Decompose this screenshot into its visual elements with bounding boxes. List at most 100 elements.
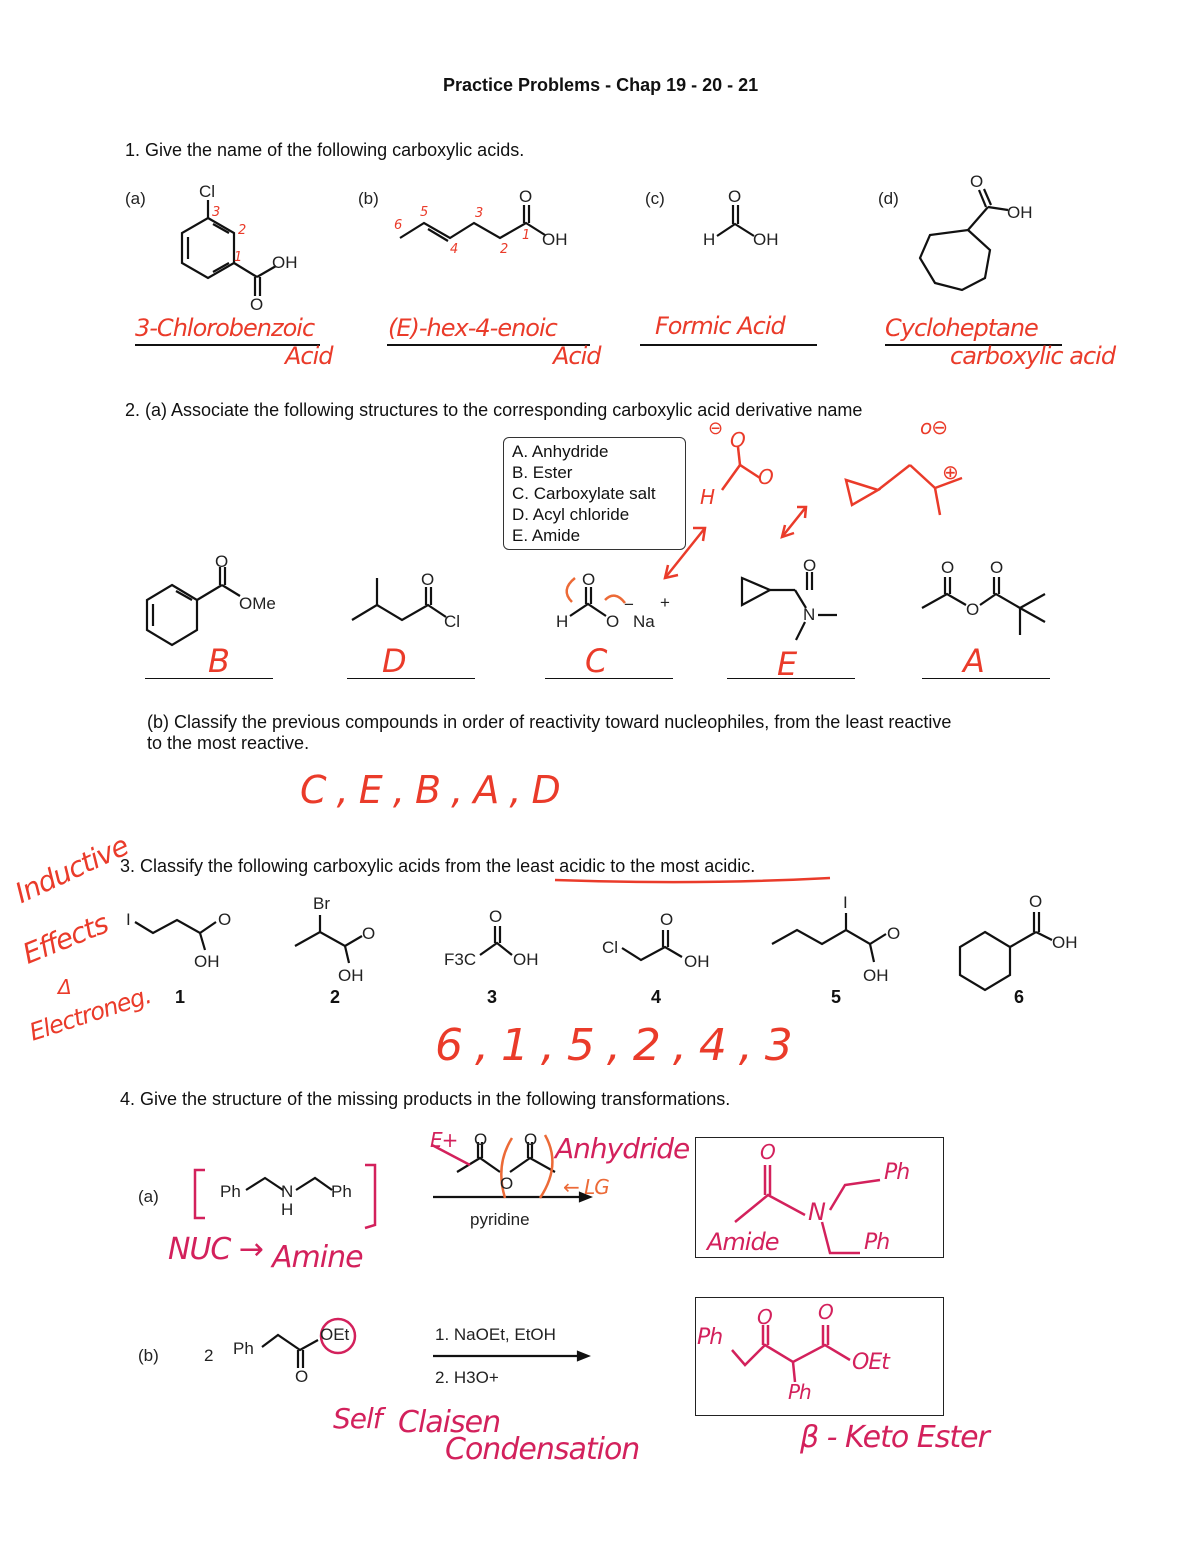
- atom-label: N: [281, 1182, 294, 1201]
- atom-label: OH: [1052, 933, 1078, 952]
- atom-label: O: [941, 558, 955, 577]
- compound-number: 5: [831, 987, 842, 1007]
- atom-label: Br: [313, 894, 330, 913]
- note-nucleophile: NUC →: [168, 1232, 264, 1267]
- atom-label: OH: [542, 230, 568, 249]
- structure-q1a: [180, 200, 277, 296]
- atom-label: OEt: [852, 1350, 890, 1375]
- reaction-arrow-a: [433, 1191, 593, 1203]
- answer-amide: E: [777, 645, 797, 683]
- compound-number: 2: [330, 987, 341, 1007]
- q2a-prompt: 2. (a) Associate the following structure…: [125, 400, 863, 420]
- q2b-prompt-2: to the most reactive.: [147, 733, 310, 753]
- answer-line: [347, 678, 475, 679]
- note-self: Self: [333, 1402, 383, 1435]
- atom-label: I: [126, 910, 131, 929]
- structure-q2-acyl-chloride: [351, 578, 447, 622]
- option: B. Ester: [512, 463, 573, 482]
- structure-q1b: [399, 205, 546, 242]
- note-condensation: Condensation: [445, 1432, 640, 1467]
- charge-annotation: ⊖: [708, 418, 723, 439]
- numbering: 3: [475, 206, 483, 221]
- atom-label: O: [362, 924, 376, 943]
- atom-label: OH: [338, 966, 364, 985]
- reaction-step-2: 2. H3O+: [435, 1368, 499, 1387]
- answer-acyl-chloride: D: [382, 642, 407, 680]
- structure-q4b-reactant: [261, 1333, 319, 1368]
- atom-label: Ph: [331, 1182, 352, 1201]
- atom-label: O: [966, 600, 980, 619]
- numbering: 3: [212, 205, 220, 220]
- atom-label: OMe: [239, 594, 276, 613]
- option: E. Amide: [512, 526, 581, 545]
- product-label: β - Keto Ester: [800, 1420, 990, 1455]
- atom-label: OH: [272, 253, 298, 272]
- structure-q2-carboxylate: [569, 587, 607, 617]
- option: D. Acyl chloride: [512, 505, 630, 524]
- q3-answer: 6 , 1 , 5 , 2 , 4 , 3: [435, 1020, 793, 1071]
- answer-line: [922, 678, 1050, 679]
- numbering: 5: [420, 205, 428, 220]
- atom-label: O: [970, 172, 984, 191]
- atom-label: O: [1029, 892, 1043, 911]
- atom-label: Ph: [864, 1230, 890, 1255]
- atom-label: OH: [513, 950, 539, 969]
- numbering: 2: [500, 242, 508, 257]
- note-anhydride: Anhydride: [555, 1132, 690, 1165]
- structure-q2-ester: [145, 567, 241, 647]
- answer-line: [545, 678, 673, 679]
- answer-box-a: [695, 1137, 944, 1258]
- numbering: 2: [238, 223, 246, 238]
- q1d-answer: Cycloheptane: [885, 314, 1039, 342]
- answer-line: [387, 344, 590, 346]
- compound-number: 6: [1014, 987, 1025, 1007]
- atom-label: Ph: [697, 1325, 723, 1350]
- atom-label: H: [281, 1200, 294, 1219]
- side-note: Δ: [58, 975, 72, 999]
- structure-q3-3: [479, 926, 513, 956]
- structure-q3-2: [294, 915, 363, 964]
- reaction-arrow-b: [433, 1350, 591, 1362]
- answer-box-b: [695, 1297, 944, 1416]
- structure-q4a-amine: [245, 1176, 333, 1191]
- numbering: 6: [394, 218, 402, 233]
- atom-label: O: [818, 1300, 834, 1324]
- options-box: A. Anhydride B. Ester C. Carboxylate sal…: [503, 437, 686, 550]
- q1c-answer: Formic Acid: [655, 312, 786, 340]
- annotation-o: O: [730, 428, 746, 452]
- atom-label: O: [500, 1174, 514, 1193]
- atom-label: O: [760, 1140, 776, 1164]
- atom-label: O: [990, 558, 1004, 577]
- q1a-answer: 3-Chlorobenzoic: [135, 314, 315, 342]
- atom-label: OH: [753, 230, 779, 249]
- answer-anhydride: A: [963, 642, 985, 680]
- note-amine: Amine: [272, 1240, 364, 1275]
- note-leaving-group: ← LG: [563, 1175, 610, 1199]
- compound-number: 4: [651, 987, 662, 1007]
- atom-label: I: [843, 893, 848, 912]
- q4a-label: (a): [138, 1187, 159, 1206]
- q1b-answer-2: Acid: [553, 342, 602, 370]
- q1d-answer-2: carboxylic acid: [950, 342, 1116, 370]
- atom-label: Ph: [884, 1160, 910, 1185]
- q1c-label: (c): [645, 189, 665, 208]
- answer-line: [727, 678, 855, 679]
- atom-label: H: [703, 230, 716, 249]
- answer-line: [145, 678, 273, 679]
- note-electrophile: E+: [430, 1128, 458, 1152]
- atom-label: Ph: [220, 1182, 241, 1201]
- answer-line: [640, 344, 817, 346]
- structure-q2-anhydride: [921, 577, 1046, 635]
- answer-line: [885, 344, 1062, 346]
- answer-carboxylate: C: [585, 642, 607, 680]
- atom-label: O: [660, 910, 674, 929]
- atom-label: Na: [633, 612, 655, 631]
- annotation-h: H: [700, 485, 715, 509]
- atom-label: O: [524, 1130, 538, 1149]
- q1-prompt: 1. Give the name of the following carbox…: [125, 140, 525, 160]
- atom-label: OH: [863, 966, 889, 985]
- page-title: Practice Problems - Chap 19 - 20 - 21: [443, 75, 759, 95]
- compound-number: 1: [175, 987, 186, 1007]
- atom-label: Ph: [233, 1339, 254, 1358]
- atom-label: O: [887, 924, 901, 943]
